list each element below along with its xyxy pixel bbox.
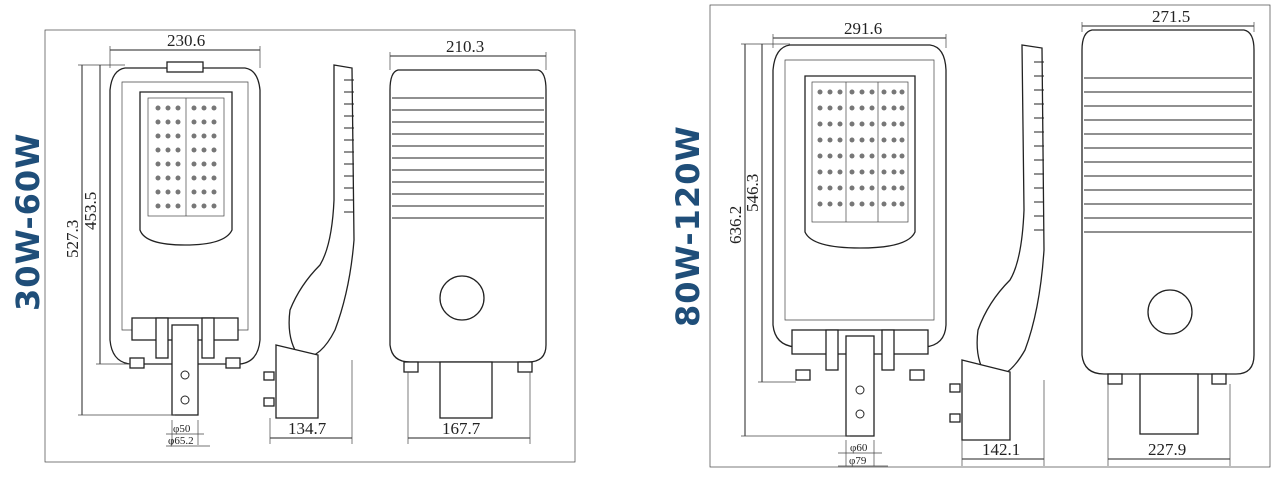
front-view — [109, 61, 261, 416]
dim-pole-outer: φ79 — [849, 455, 867, 467]
side-view — [949, 44, 1045, 441]
right-technical-drawing: 291.6 636.2 546.3 φ60 φ79 — [709, 4, 1271, 468]
dim-body-height: 453.5 — [81, 192, 100, 230]
dim-overall-height: 636.2 — [726, 206, 745, 244]
back-view — [389, 69, 547, 419]
dim-body-height: 546.3 — [743, 174, 762, 212]
dim-pole-inner: φ60 — [850, 442, 868, 454]
dim-front-width: 230.6 — [167, 31, 205, 50]
dim-side-depth: 142.1 — [982, 440, 1020, 459]
dim-overall-height: 527.3 — [63, 220, 82, 258]
drawing-frame — [709, 4, 1271, 468]
left-diagram-panel: 30W-60W — [0, 0, 600, 477]
back-view — [1081, 29, 1255, 435]
dim-back-bottom-width: 227.9 — [1148, 440, 1186, 459]
drawing-frame — [44, 29, 576, 463]
left-technical-drawing: 230.6 527.3 453.5 φ50 φ65.2 — [44, 29, 576, 463]
front-view — [772, 44, 947, 437]
dim-pole-inner: φ50 — [173, 423, 191, 435]
dim-back-bottom-width: 167.7 — [442, 419, 481, 438]
right-diagram-panel: 80W-120W — [640, 0, 1282, 477]
dim-back-width: 210.3 — [446, 37, 484, 56]
dim-side-depth: 134.7 — [288, 419, 327, 438]
dim-pole-outer: φ65.2 — [168, 435, 194, 447]
dim-front-width: 291.6 — [844, 19, 882, 38]
side-view — [263, 64, 355, 419]
dim-back-width: 271.5 — [1152, 7, 1190, 26]
